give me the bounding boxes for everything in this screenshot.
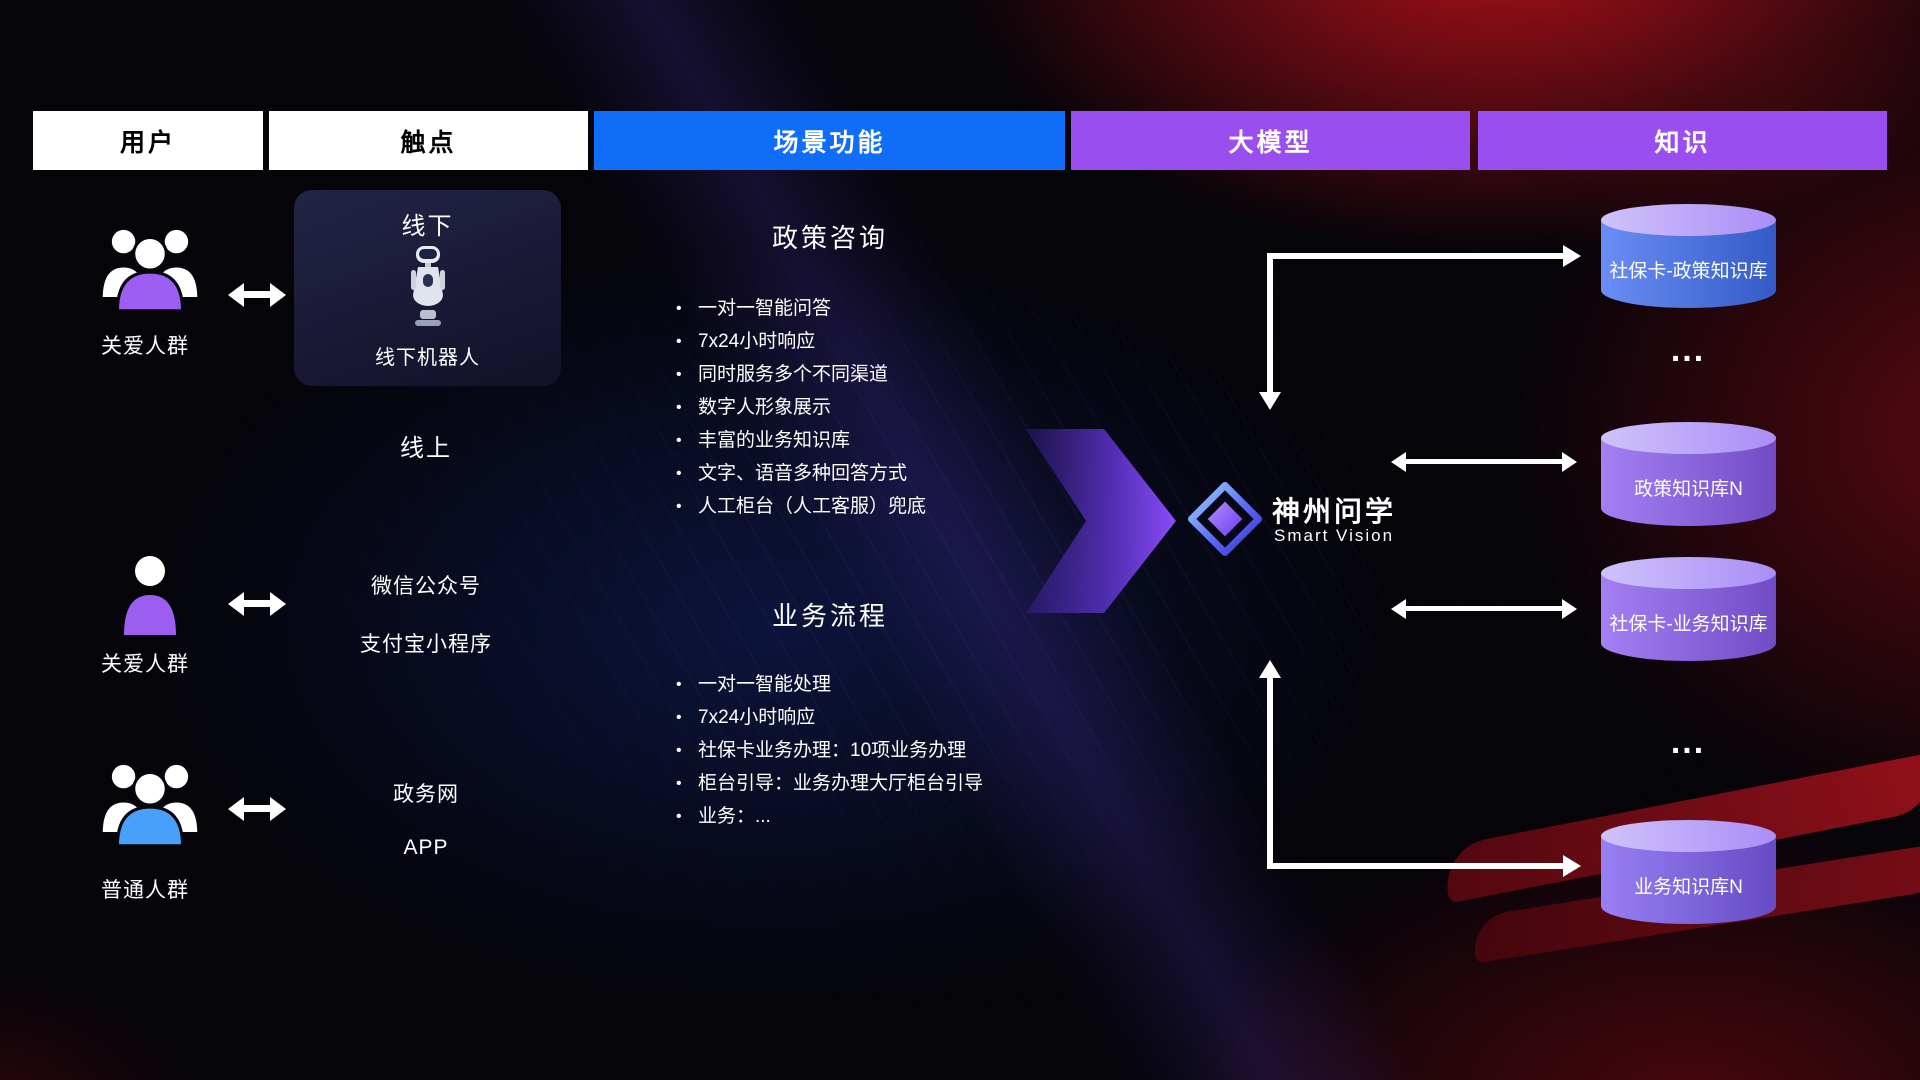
column-header-model: 大模型 [1071, 111, 1470, 170]
list-item: 柜台引导：业务办理大厅柜台引导 [676, 767, 983, 800]
model-knowledge-arrow [1391, 598, 1577, 619]
ellipsis-more-dbs: ... [1670, 723, 1706, 761]
column-header-users: 用户 [33, 111, 263, 170]
model-name: 神州问学 [1272, 496, 1397, 527]
db-cylinder-policy-n: 政策知识库N [1601, 422, 1776, 526]
ellipsis-more-dbs: ... [1670, 331, 1706, 369]
list-item: 社保卡业务办理：10项业务办理 [676, 734, 983, 767]
list-item: 一对一智能问答 [676, 292, 926, 325]
robot-icon [406, 244, 450, 337]
online-label: 线上 [400, 435, 452, 462]
user-touchpoint-arrow [228, 282, 286, 307]
user-group-label: 关爱人群 [101, 653, 189, 676]
list-item: 丰富的业务知识库 [676, 424, 926, 457]
diamond-logo-icon [1188, 482, 1262, 561]
list-item: 7x24小时响应 [676, 325, 926, 358]
model-knowledge-arrow [1391, 451, 1577, 472]
user-group-label: 关爱人群 [101, 335, 189, 358]
offline-robot-label: 线下机器人 [375, 347, 480, 369]
user-touchpoint-arrow [228, 796, 286, 821]
model-subtitle: Smart Vision [1274, 526, 1395, 545]
group-people-icon [89, 749, 211, 858]
column-header-scenarios: 场景功能 [594, 111, 1065, 170]
list-item: 人工柜台（人工客服）兜底 [676, 490, 926, 523]
db-label: 业务知识库N [1634, 876, 1743, 898]
group-people-icon [89, 214, 211, 323]
policy-consult-title: 政策咨询 [771, 223, 888, 253]
db-cylinder-business-n: 业务知识库N [1601, 820, 1776, 924]
db-cylinder-top [1601, 422, 1776, 454]
column-header-knowledge: 知识 [1478, 111, 1887, 170]
business-process-list: 一对一智能处理 7x24小时响应 社保卡业务办理：10项业务办理 柜台引导：业务… [676, 668, 983, 833]
offline-label: 线下 [401, 213, 454, 240]
policy-consult-list: 一对一智能问答 7x24小时响应 同时服务多个不同渠道 数字人形象展示 丰富的业… [676, 292, 926, 523]
db-label: 政策知识库N [1634, 478, 1743, 500]
list-item: 同时服务多个不同渠道 [676, 358, 926, 391]
list-item: 数字人形象展示 [676, 391, 926, 424]
channel-alipay: 支付宝小程序 [360, 633, 492, 656]
column-header-touchpoints: 触点 [269, 111, 588, 170]
list-item: 一对一智能处理 [676, 668, 983, 701]
db-cylinder-body [1601, 438, 1776, 526]
list-item: 业务：... [676, 800, 983, 833]
channel-app: APP [403, 836, 449, 859]
db-cylinder-top [1601, 204, 1776, 236]
business-process-title: 业务流程 [771, 601, 888, 631]
db-cylinder-business-sscard: 社保卡-业务知识库 [1601, 557, 1776, 661]
db-label: 社保卡-政策知识库 [1609, 260, 1768, 282]
channel-wechat: 微信公众号 [371, 575, 481, 598]
list-item: 文字、语音多种回答方式 [676, 457, 926, 490]
list-item: 7x24小时响应 [676, 701, 983, 734]
db-cylinder-top [1601, 820, 1776, 852]
db-cylinder-top [1601, 557, 1776, 589]
user-group-label: 普通人群 [101, 879, 189, 902]
channel-gov-web: 政务网 [393, 783, 459, 806]
db-cylinder-policy-sscard: 社保卡-政策知识库 [1601, 204, 1776, 308]
single-person-icon [118, 551, 182, 642]
offline-robot-card: 线下 线下机器人 [294, 190, 561, 386]
db-label: 社保卡-业务知识库 [1609, 613, 1768, 635]
user-touchpoint-arrow [228, 591, 286, 616]
